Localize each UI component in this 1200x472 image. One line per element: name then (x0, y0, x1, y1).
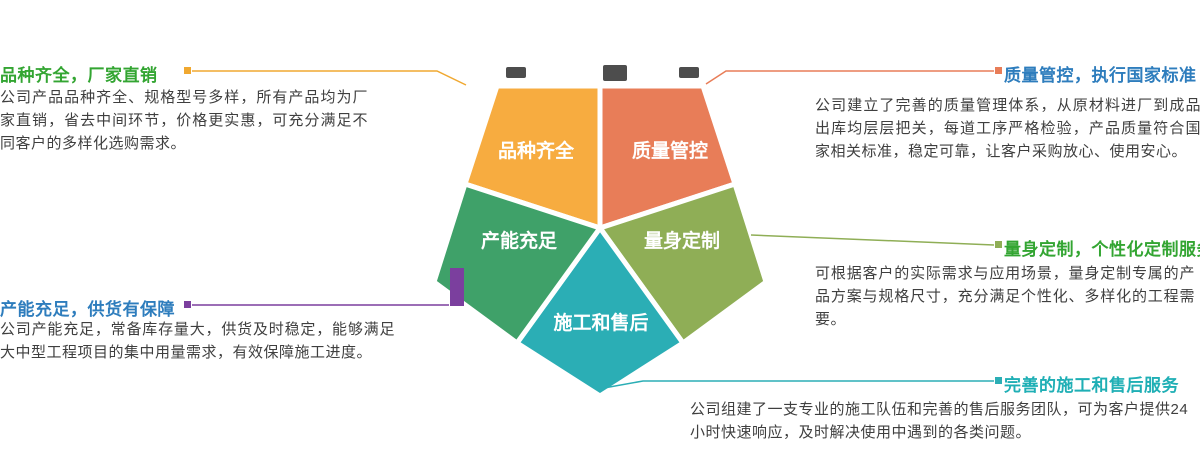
top-clip-decorations (506, 65, 699, 81)
petal-label-custom: 量身定制 (644, 229, 720, 252)
marker-quality (995, 67, 1002, 74)
connector-aftersales (603, 380, 994, 389)
pentagon-petals (431, 83, 769, 399)
callout-title-aftersales: 完善的施工和售后服务 (1004, 376, 1179, 395)
marker-custom (995, 241, 1002, 248)
aftersales-body-line-2: 小时快速响应，及时解决使用中遇到的各类问题。 (690, 424, 1032, 441)
callout-title-quality: 质量管控，执行国家标准 (1004, 66, 1197, 85)
petal-label-quality: 质量管控 (632, 139, 708, 162)
clip-icon (603, 65, 627, 81)
callout-body-capacity: 公司产能充足，常备库存量大，供货及时稳定，能够满足大中型工程项目的集中用量需求，… (0, 321, 395, 361)
callout-title-capacity: 产能充足，供货有保障 (0, 300, 175, 319)
callout-body-variety: 公司产品品种齐全、规格型号多样，所有产品均为厂家直销，省去中间环节，价格更实惠，… (0, 89, 368, 152)
callout-title-variety: 品种齐全，厂家直销 (0, 66, 158, 85)
petal-capacity (431, 181, 603, 346)
aftersales-body-line-1: 公司组建了一支专业的施工队伍和完善的售后服务团队，可为客户提供24 (690, 401, 1189, 418)
callout-title-custom: 量身定制，个性化定制服务 (1004, 240, 1200, 259)
callout-body-aftersales: 公司组建了一支专业的施工队伍和完善的售后服务团队，可为客户提供24 小时快速响应… (690, 398, 1200, 444)
callout-body-custom: 可根据客户的实际需求与应用场景，量身定制专属的产品方案与规格尺寸，充分满足个性化… (815, 265, 1195, 328)
marker-variety (184, 67, 191, 74)
clip-icon (679, 67, 699, 78)
connector-custom (750, 234, 995, 246)
petal-label-capacity: 产能充足 (481, 229, 558, 252)
connector-quality (705, 70, 994, 85)
petal-label-aftersales: 施工和售后 (553, 311, 648, 334)
connector-lines (192, 70, 995, 389)
connector-variety (192, 70, 467, 86)
petal-labels: 品种齐全 质量管控 量身定制 施工和售后 产能充足 (481, 139, 720, 334)
petal-label-variety: 品种齐全 (498, 139, 575, 162)
connector-end-markers (184, 67, 1002, 384)
callout-body-quality: 公司建立了完善的质量管理体系，从原材料进厂到成品出库均层层把关，每道工序严格检验… (815, 97, 1200, 160)
marker-aftersales (995, 377, 1002, 384)
capacity-flag-marker (450, 268, 464, 306)
clip-icon (506, 67, 526, 78)
marker-capacity (184, 301, 191, 308)
